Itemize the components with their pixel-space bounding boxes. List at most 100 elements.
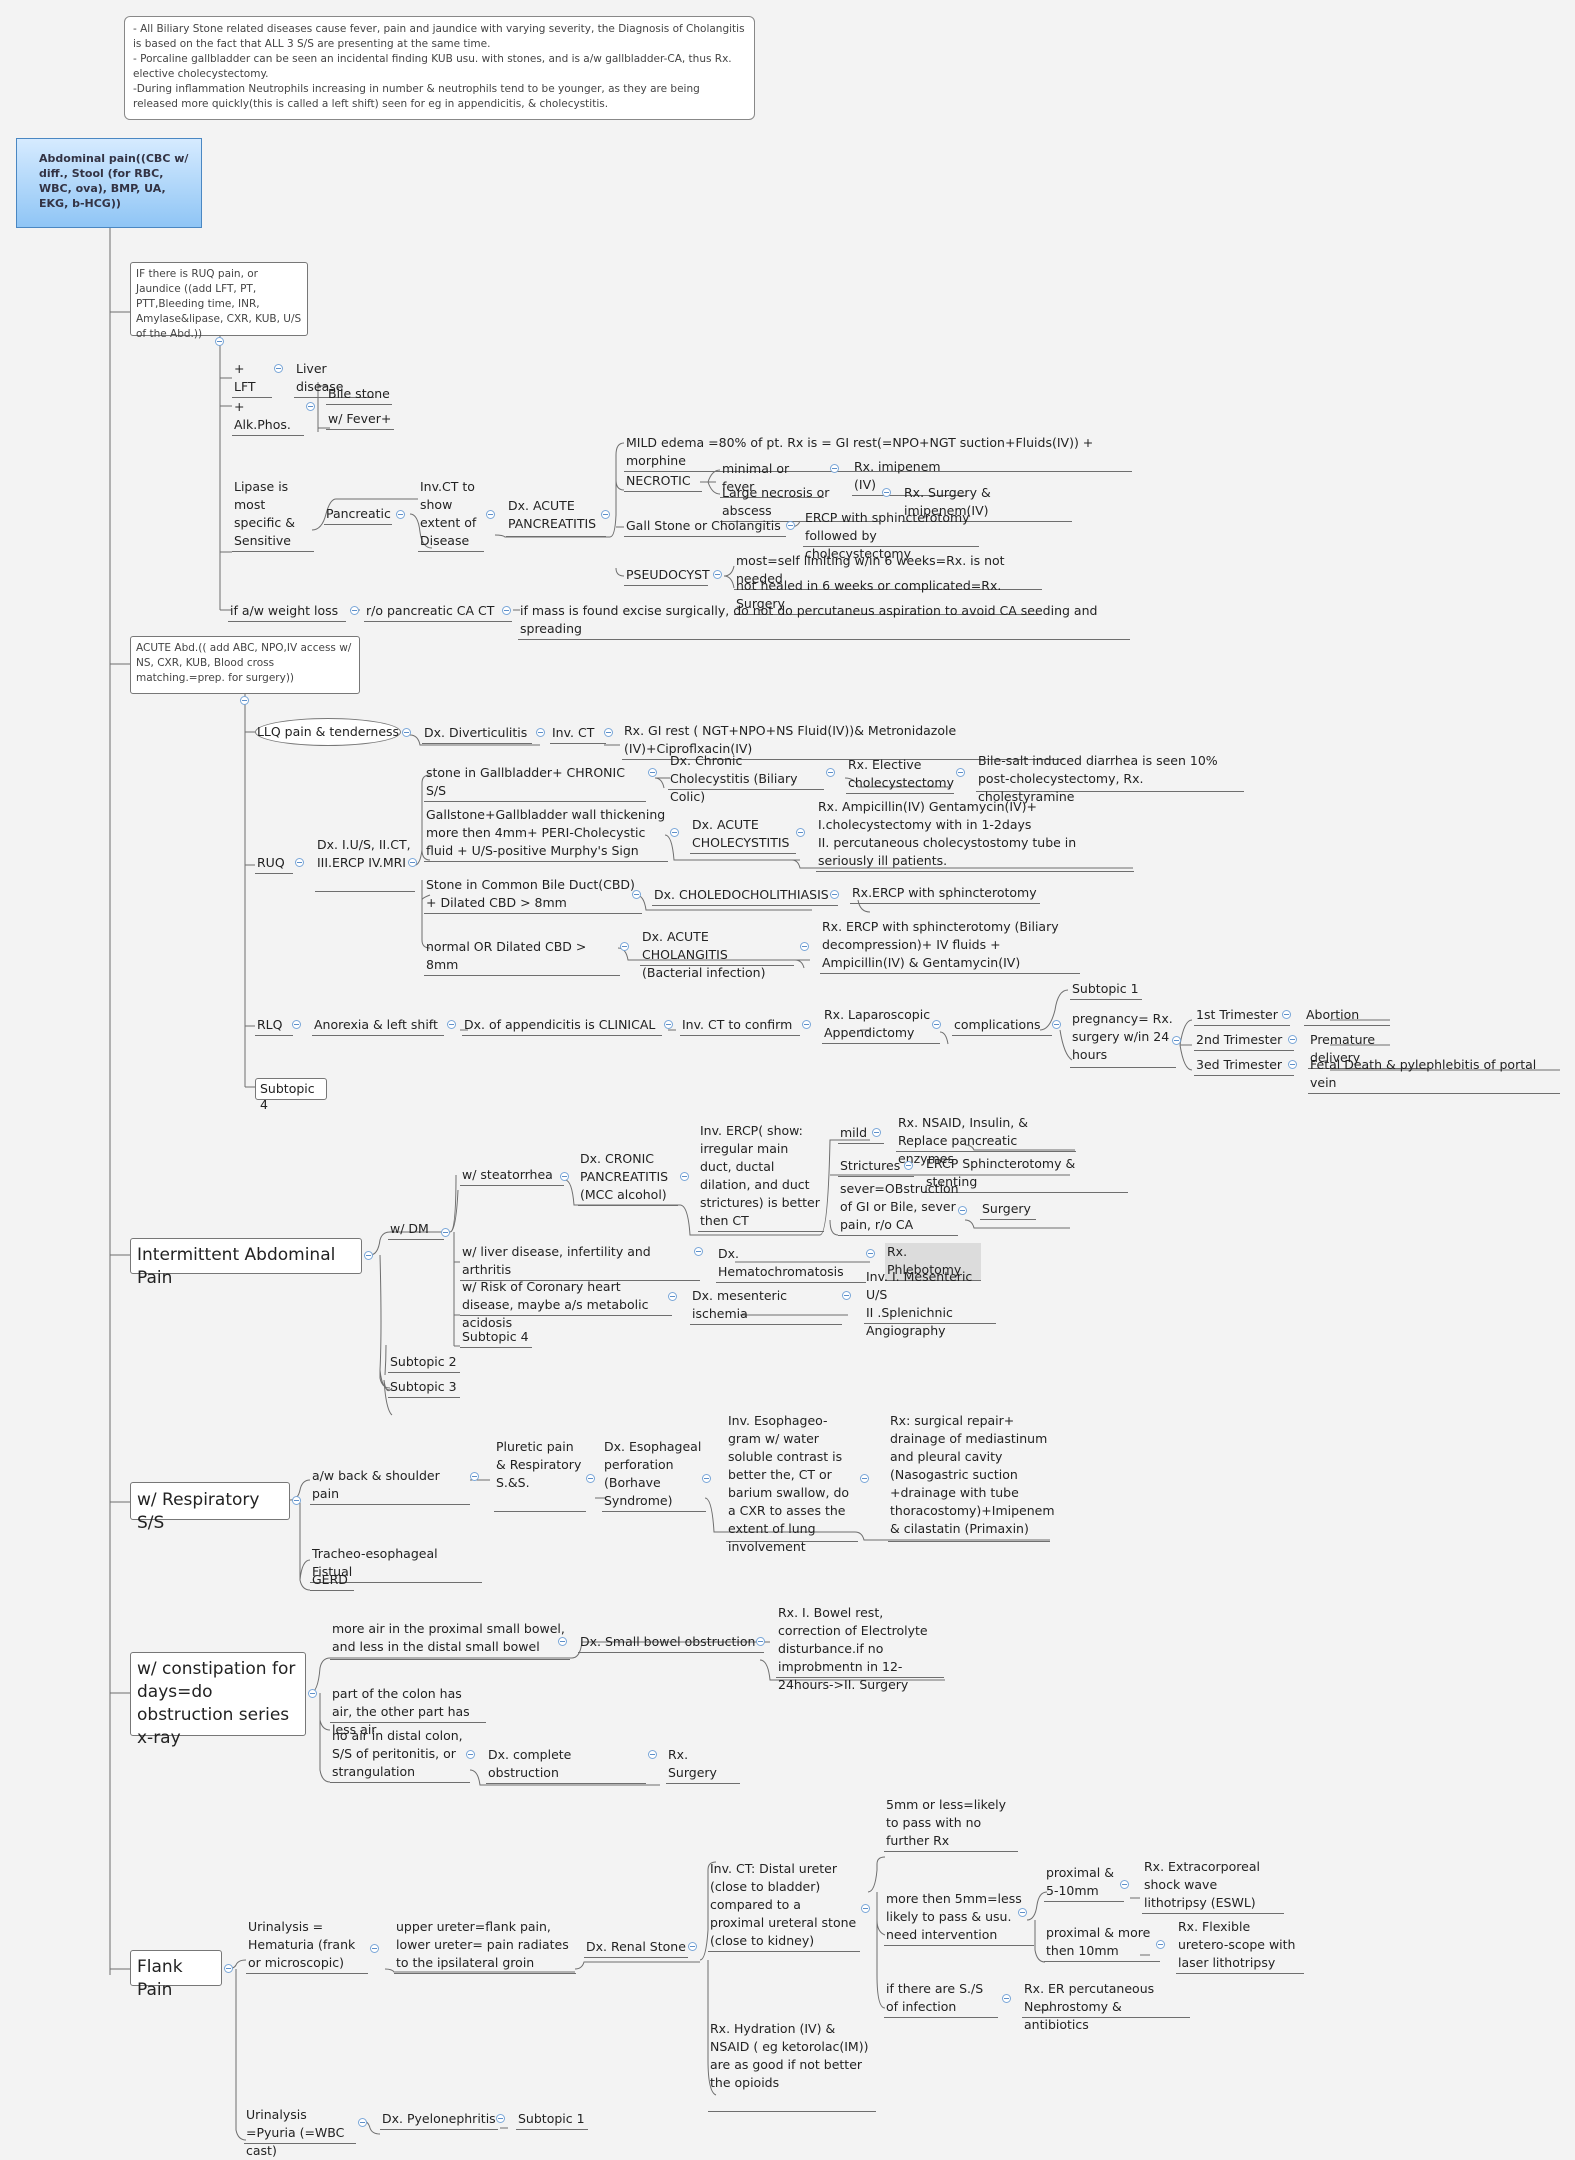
collapse-toggle[interactable] (1052, 1020, 1061, 1029)
collapse-toggle[interactable] (240, 696, 249, 705)
node-2nd-trimester[interactable]: 2nd Trimester (1194, 1031, 1294, 1051)
node-rx-surgery[interactable]: Rx. Surgery (666, 1746, 740, 1784)
collapse-toggle[interactable] (447, 1020, 456, 1029)
node-dx-renal-stone[interactable]: Dx. Renal Stone (584, 1938, 688, 1958)
node-more-5mm[interactable]: more then 5mm=less likely to pass & usu.… (884, 1890, 1034, 1946)
node-llq-pain[interactable]: LLQ pain & tenderness (255, 718, 401, 746)
node-fetal-death[interactable]: Fetal Death & pylephlebitis of portal ve… (1308, 1056, 1560, 1094)
node-subtopic-1-b[interactable]: Subtopic 1 (516, 2110, 588, 2130)
collapse-toggle[interactable] (882, 488, 891, 497)
collapse-toggle[interactable] (560, 1172, 569, 1181)
collapse-toggle[interactable] (1120, 1880, 1129, 1889)
node-if-infection[interactable]: if there are S./S of infection (884, 1980, 998, 2018)
node-necrotic[interactable]: NECROTIC (624, 472, 702, 492)
node-ercp-sphincterotomy[interactable]: ERCP with sphincterotomy followed by cho… (803, 509, 979, 561)
collapse-toggle[interactable] (830, 890, 839, 899)
collapse-toggle[interactable] (402, 728, 411, 737)
node-dx-imaging[interactable]: Dx. I.U/S, II.CT, III.ERCP IV.MRI (315, 836, 415, 892)
collapse-toggle[interactable] (680, 1172, 689, 1181)
node-pseudocyst[interactable]: PSEUDOCYST (624, 566, 710, 586)
node-alk-phos[interactable]: + Alk.Phos. (232, 398, 304, 436)
collapse-toggle[interactable] (586, 1474, 595, 1483)
collapse-toggle[interactable] (842, 1291, 851, 1300)
collapse-toggle[interactable] (308, 1689, 317, 1698)
topic-respiratory[interactable]: w/ Respiratory S/S (130, 1482, 290, 1533)
collapse-toggle[interactable] (1002, 1994, 1011, 2003)
node-subtopic-4[interactable]: Subtopic 4 (255, 1078, 327, 1112)
collapse-toggle[interactable] (670, 828, 679, 837)
node-gallstone-wall[interactable]: Gallstone+Gallbladder wall thickening mo… (424, 806, 668, 862)
node-inv-ct-distal[interactable]: Inv. CT: Distal ureter (close to bladder… (708, 1860, 860, 1952)
collapse-toggle[interactable] (1018, 1908, 1027, 1917)
node-dx-appendicitis[interactable]: Dx. of appendicitis is CLINICAL (462, 1016, 662, 1036)
collapse-toggle[interactable] (702, 1474, 711, 1483)
node-complications[interactable]: complications (952, 1016, 1052, 1036)
node-dx-diverticulitis[interactable]: Dx. Diverticulitis (422, 724, 532, 744)
node-subtopic-1[interactable]: Subtopic 1 (1070, 980, 1142, 1000)
node-tracheo-fistula[interactable]: Tracheo-esophageal Fistual (310, 1545, 482, 1583)
collapse-toggle[interactable] (502, 606, 511, 615)
collapse-toggle[interactable] (1172, 1036, 1181, 1045)
node-rx-laparoscopic[interactable]: Rx. Laparoscopic Appendictomy (822, 1006, 940, 1044)
node-inv-ct-extent[interactable]: Inv.CT to show extent of Disease (418, 478, 484, 552)
node-back-shoulder[interactable]: a/w back & shoulder pain (310, 1467, 470, 1505)
node-rlq[interactable]: RLQ (255, 1016, 293, 1036)
node-gallstone-cholangitis[interactable]: Gall Stone or Cholangitis (624, 517, 786, 537)
node-dx-chronic-cholecystitis[interactable]: Dx. Chronic Cholecystitis (Biliary Colic… (668, 752, 824, 804)
node-dx-acute-cholecystitis[interactable]: Dx. ACUTE CHOLECYSTITIS (690, 816, 796, 854)
collapse-toggle[interactable] (358, 2118, 367, 2127)
acute-abd-box[interactable]: ACUTE Abd.(( add ABC, NPO,IV access w/ N… (130, 636, 360, 694)
node-rx-flexible[interactable]: Rx. Flexible uretero-scope with laser li… (1176, 1918, 1304, 1974)
collapse-toggle[interactable] (466, 1750, 475, 1759)
collapse-toggle[interactable] (470, 1472, 479, 1481)
node-dx-sbo[interactable]: Dx. Small bowel obstruction (578, 1633, 764, 1653)
collapse-toggle[interactable] (350, 606, 359, 615)
collapse-toggle[interactable] (601, 510, 610, 519)
node-pluretic-pain[interactable]: Pluretic pain & Respiratory S.&S. (494, 1438, 586, 1512)
node-dx-acute-pancreatitis[interactable]: Dx. ACUTE PANCREATITIS (506, 497, 606, 537)
collapse-toggle[interactable] (802, 1020, 811, 1029)
collapse-toggle[interactable] (1288, 1035, 1297, 1044)
node-rx-surgical-repair[interactable]: Rx: surgical repair+ drainage of mediast… (888, 1412, 1055, 1542)
node-inv-esophageogram[interactable]: Inv. Esophageo-gram w/ water soluble con… (726, 1412, 858, 1554)
collapse-toggle[interactable] (694, 1247, 703, 1256)
node-pregnancy[interactable]: pregnancy= Rx. surgery w/in 24 hours (1070, 1010, 1176, 1068)
node-ercp-stenting[interactable]: ERCP Sphincterotomy & stenting (924, 1155, 1128, 1193)
collapse-toggle[interactable] (830, 464, 839, 473)
node-sever[interactable]: sever=OBstruction of GI or Bile, sever p… (838, 1180, 959, 1236)
node-more-air[interactable]: more air in the proximal small bowel, an… (330, 1620, 570, 1660)
node-bile-stone[interactable]: Bile stone (326, 385, 392, 405)
node-inv-ct-confirm[interactable]: Inv. CT to confirm (680, 1016, 800, 1036)
collapse-toggle[interactable] (274, 364, 283, 373)
node-subtopic-3[interactable]: Subtopic 3 (388, 1378, 460, 1398)
collapse-toggle[interactable] (786, 521, 795, 530)
node-mild-edema[interactable]: MILD edema =80% of pt. Rx is = GI rest(=… (624, 434, 1132, 472)
node-w-dm[interactable]: w/ DM (388, 1220, 444, 1240)
node-rx-bowel-rest[interactable]: Rx. I. Bowel rest, correction of Electro… (776, 1604, 944, 1692)
ruq-jaundice-box[interactable]: IF there is RUQ pain, or Jaundice ((add … (130, 262, 308, 340)
node-ua-pyuria[interactable]: Urinalysis =Pyuria (=WBC cast) (244, 2106, 356, 2158)
node-proximal-5-10mm[interactable]: proximal & 5-10mm (1044, 1864, 1124, 1902)
root-topic[interactable]: Abdominal pain((CBC w/ diff., Stool (for… (16, 138, 202, 228)
node-premature[interactable]: Premature delivery (1308, 1031, 1428, 1069)
collapse-toggle[interactable] (1156, 1940, 1165, 1949)
node-subtopic-4-b[interactable]: Subtopic 4 (460, 1328, 532, 1348)
node-pancreatic[interactable]: Pancreatic (324, 505, 392, 525)
node-rx-ercp[interactable]: Rx.ERCP with sphincterotomy (850, 884, 1040, 904)
collapse-toggle[interactable] (796, 828, 805, 837)
node-inv-ercp[interactable]: Inv. ERCP( show: irregular main duct, du… (698, 1122, 824, 1232)
collapse-toggle[interactable] (866, 1249, 875, 1258)
collapse-toggle[interactable] (632, 890, 641, 899)
node-dx-choledocholithiasis[interactable]: Dx. CHOLEDOCHOLITHIASIS (652, 886, 838, 906)
node-rx-hydration[interactable]: Rx. Hydration (IV) & NSAID ( eg ketorola… (708, 2020, 876, 2112)
collapse-toggle[interactable] (604, 728, 613, 737)
node-5mm-or-less[interactable]: 5mm or less=likely to pass with no furth… (884, 1796, 1018, 1852)
node-weight-loss[interactable]: if a/w weight loss (228, 602, 346, 622)
collapse-toggle[interactable] (756, 1637, 765, 1646)
node-steatorrhea[interactable]: w/ steatorrhea (460, 1166, 564, 1186)
node-dx-pyelonephritis[interactable]: Dx. Pyelonephritis (380, 2110, 498, 2130)
node-rx-imipenem[interactable]: Rx. imipenem (IV) (852, 458, 966, 496)
node-dx-complete-obstruction[interactable]: Dx. complete obstruction (486, 1746, 646, 1784)
node-mass-excise[interactable]: if mass is found excise surgically, do n… (518, 602, 1130, 640)
node-rx-ercp-biliary[interactable]: Rx. ERCP with sphincterotomy (Biliary de… (820, 918, 1080, 974)
